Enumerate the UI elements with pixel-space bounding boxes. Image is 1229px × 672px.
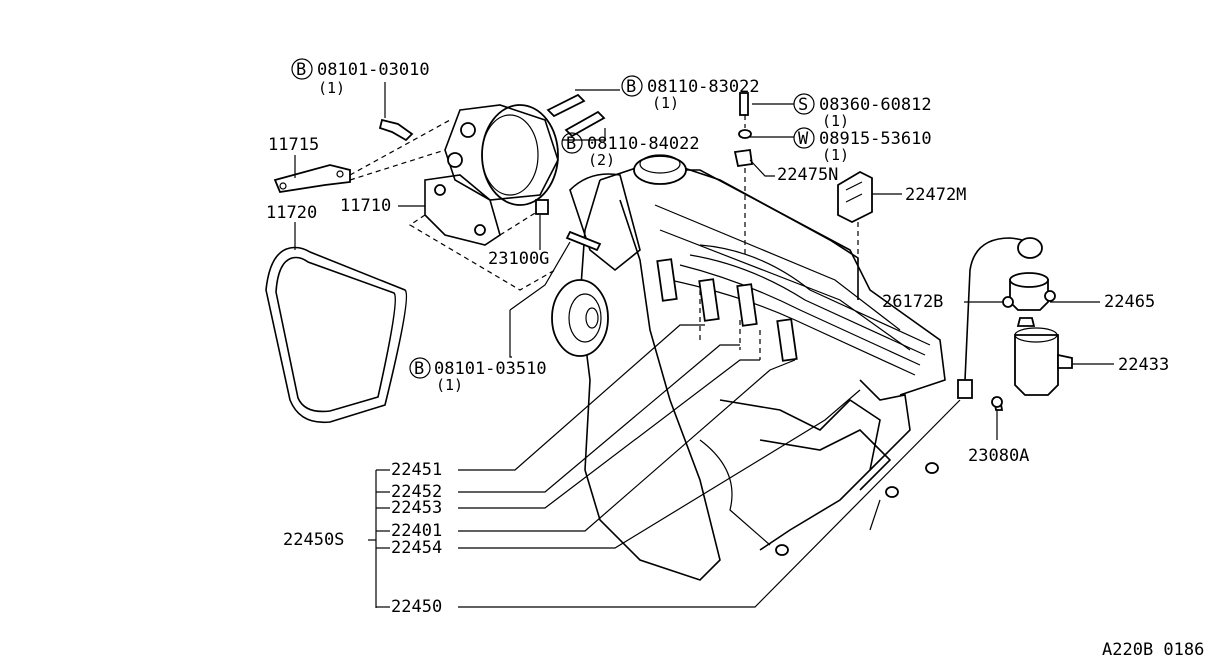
callout-prefix-b: B (296, 60, 306, 80)
part-number-label: 08110-83022 (647, 77, 760, 97)
fan-belt-drawing (265, 246, 408, 424)
callout-prefix-w: W (798, 129, 809, 149)
quantity-label: (1) (318, 79, 345, 97)
part-label-11715: 11715 (268, 135, 319, 155)
callout-prefix-b: B (414, 359, 424, 379)
callout-prefix-b: B (626, 77, 636, 97)
part-label-22433: 22433 (1118, 355, 1169, 375)
distributor-drawing (837, 170, 1073, 411)
quantity-label: (2) (588, 151, 615, 169)
part-number-label: 08915-53610 (819, 129, 932, 149)
alternator-bracket-drawing (408, 174, 556, 291)
diagram-id-label: A220B 0186 (1102, 640, 1204, 660)
bolt-drawings (378, 92, 754, 255)
part-label-22465: 22465 (1104, 292, 1155, 312)
part-label-11710: 11710 (340, 196, 391, 216)
harness-item-label: 22450 (391, 597, 442, 617)
part-label-11720: 11720 (266, 203, 317, 223)
part-label-22475n: 22475N (777, 165, 838, 185)
adjusting-bar-drawing (273, 119, 451, 193)
callout-markers (291, 58, 815, 379)
harness-item-label: 22401 (391, 521, 442, 541)
part-label-23100g: 23100G (488, 249, 549, 269)
part-number-label: 08101-03510 (434, 359, 547, 379)
harness-item-label: 22454 (391, 538, 442, 558)
part-label-22472m: 22472M (905, 185, 966, 205)
callout-prefix-s: S (798, 95, 808, 115)
quantity-label: (1) (822, 146, 849, 164)
harness-item-label: 22451 (391, 460, 442, 480)
part-number-label: 08110-84022 (587, 134, 700, 154)
part-number-label: 08101-03010 (317, 60, 430, 80)
harness-item-label: 22453 (391, 498, 442, 518)
harness-item-label: 22452 (391, 482, 442, 502)
alternator-drawing (444, 104, 559, 206)
leader-lines (294, 82, 1114, 608)
part-label-23080a: 23080A (968, 446, 1029, 466)
quantity-label: (1) (652, 94, 679, 112)
callout-prefix-b: B (566, 134, 576, 154)
part-label-26172b: 26172B (882, 292, 943, 312)
part-number-label: 08360-60812 (819, 95, 932, 115)
quantity-label: (1) (436, 376, 463, 394)
quantity-label: (1) (822, 112, 849, 130)
harness-set-label: 22450S (283, 530, 344, 550)
engine-block-drawing (551, 154, 946, 581)
